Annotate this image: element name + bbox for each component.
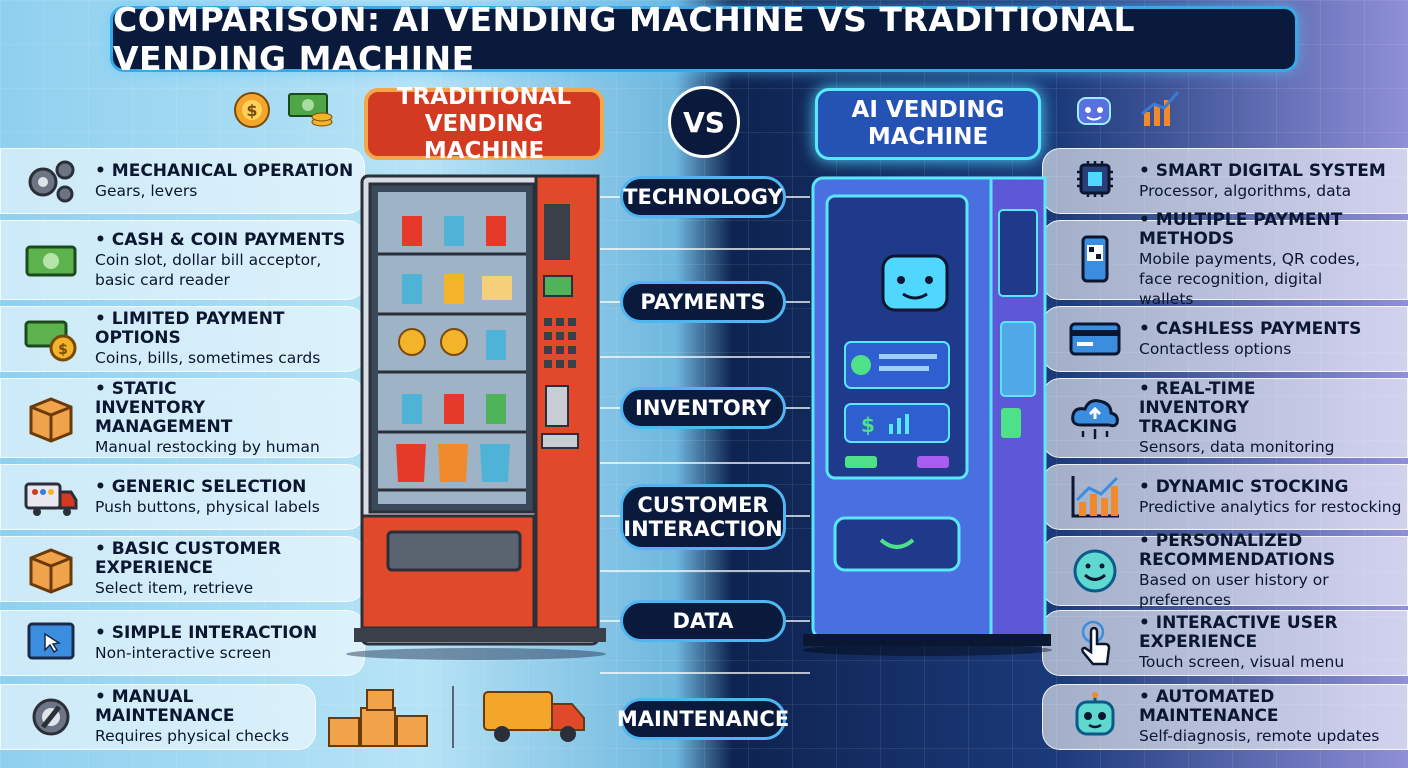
connector-line — [600, 356, 810, 358]
cloud-icon — [1063, 392, 1127, 444]
trad-title: LIMITED PAYMENT OPTIONS — [95, 310, 364, 348]
box-icon — [19, 543, 83, 595]
wrench-gear-icon — [19, 691, 83, 743]
category-data: DATA — [620, 600, 786, 642]
robot-icon — [1063, 691, 1127, 743]
robot-face-icon — [1077, 97, 1111, 125]
trad-title: GENERIC SELECTION — [95, 477, 320, 497]
screen-icon — [19, 617, 83, 669]
cash-icon — [19, 234, 83, 286]
delivery-truck-icon — [483, 691, 585, 742]
bills-coin-icon: $ — [19, 313, 83, 365]
money-stack-icon — [288, 93, 333, 127]
category-technology: TECHNOLOGY — [620, 176, 786, 218]
growth-chart-icon — [1141, 91, 1180, 126]
trad-title: MANUAL MAINTENANCE — [95, 688, 315, 726]
vs-badge: VS — [668, 86, 740, 158]
ai-title: CASHLESS PAYMENTS — [1139, 319, 1362, 339]
trad-desc: Non-interactive screen — [95, 643, 272, 662]
connector-line — [600, 462, 810, 464]
connector-line — [600, 570, 810, 572]
divider — [452, 686, 454, 748]
trad-desc: Push buttons, physical labels — [95, 497, 320, 516]
trad-desc: Requires physical checks — [95, 727, 290, 745]
category-customer-interaction: CUSTOMER INTERACTION — [620, 484, 786, 550]
category-inventory: INVENTORY — [620, 387, 786, 429]
ai-desc: Predictive analytics for restocking — [1139, 497, 1402, 516]
ai-title: AUTOMATED MAINTENANCE — [1139, 688, 1407, 726]
category-payments: PAYMENTS — [620, 281, 786, 323]
ai-title: PERSONALIZED RECOMMENDATIONS — [1139, 532, 1339, 570]
ai-desc: Mobile payments, QR codes, face recognit… — [1139, 250, 1361, 308]
page-title: COMPARISON: AI VENDING MACHINE VS TRADIT… — [113, 0, 1136, 78]
chip-icon — [1063, 155, 1127, 207]
ai-title: REAL-TIME INVENTORY TRACKING — [1139, 379, 1339, 437]
chart-icon — [1063, 471, 1127, 523]
trad-title: SIMPLE INTERACTION — [95, 623, 317, 643]
trad-title: BASIC CUSTOMER EXPERIENCE — [95, 540, 364, 578]
ai-heading: AI VENDING MACHINE — [815, 88, 1041, 160]
touch-icon — [1063, 617, 1127, 669]
traditional-vending-machine — [346, 174, 606, 660]
ai-title: SMART DIGITAL SYSTEM — [1139, 161, 1386, 181]
trad-title: STATIC INVENTORY MANAGEMENT — [95, 379, 265, 437]
ai-desc: Contactless options — [1139, 339, 1292, 358]
ai-desc: Sensors, data monitoring — [1139, 437, 1335, 456]
trad-desc: Select item, retrieve — [95, 579, 254, 597]
ai-vending-machine: $ — [802, 176, 1052, 656]
connector-line — [600, 248, 810, 250]
ai-title: INTERACTIVE USER EXPERIENCE — [1139, 614, 1407, 652]
boxes-stack-icon — [328, 689, 428, 747]
ai-desc: Self-diagnosis, remote updates — [1139, 727, 1380, 745]
truck-icon — [19, 471, 83, 523]
phone-qr-icon — [1063, 234, 1127, 286]
svg-text:$: $ — [861, 413, 875, 437]
trad-desc: Gears, levers — [95, 181, 198, 200]
trad-title: MECHANICAL OPERATION — [95, 161, 353, 181]
gears-icon — [19, 155, 83, 207]
connector-line — [600, 672, 810, 674]
ai-title: DYNAMIC STOCKING — [1139, 477, 1401, 497]
ai-desc: Touch screen, visual menu — [1139, 653, 1345, 671]
dollar-gear-icon: $ — [234, 92, 270, 128]
traditional-heading: TRADITIONAL VENDING MACHINE — [364, 84, 604, 164]
trad-desc: Manual restocking by human — [95, 437, 320, 456]
trad-title: CASH & COIN PAYMENTS — [95, 230, 346, 250]
smile-icon — [1063, 545, 1127, 597]
ai-desc: Processor, algorithms, data — [1139, 181, 1352, 200]
ai-desc: Based on user history or preferences — [1139, 571, 1329, 609]
trad-desc: Coins, bills, sometimes cards — [95, 349, 321, 367]
box-icon — [19, 392, 83, 444]
trad-desc: Coin slot, dollar bill acceptor, basic c… — [95, 250, 322, 289]
ai-title: MULTIPLE PAYMENT METHODS — [1139, 211, 1407, 249]
svg-text:$: $ — [58, 342, 68, 358]
category-maintenance: MAINTENANCE — [617, 698, 789, 740]
svg-text:$: $ — [246, 101, 257, 120]
title-banner: COMPARISON: AI VENDING MACHINE VS TRADIT… — [110, 0, 1298, 78]
card-icon — [1063, 313, 1127, 365]
